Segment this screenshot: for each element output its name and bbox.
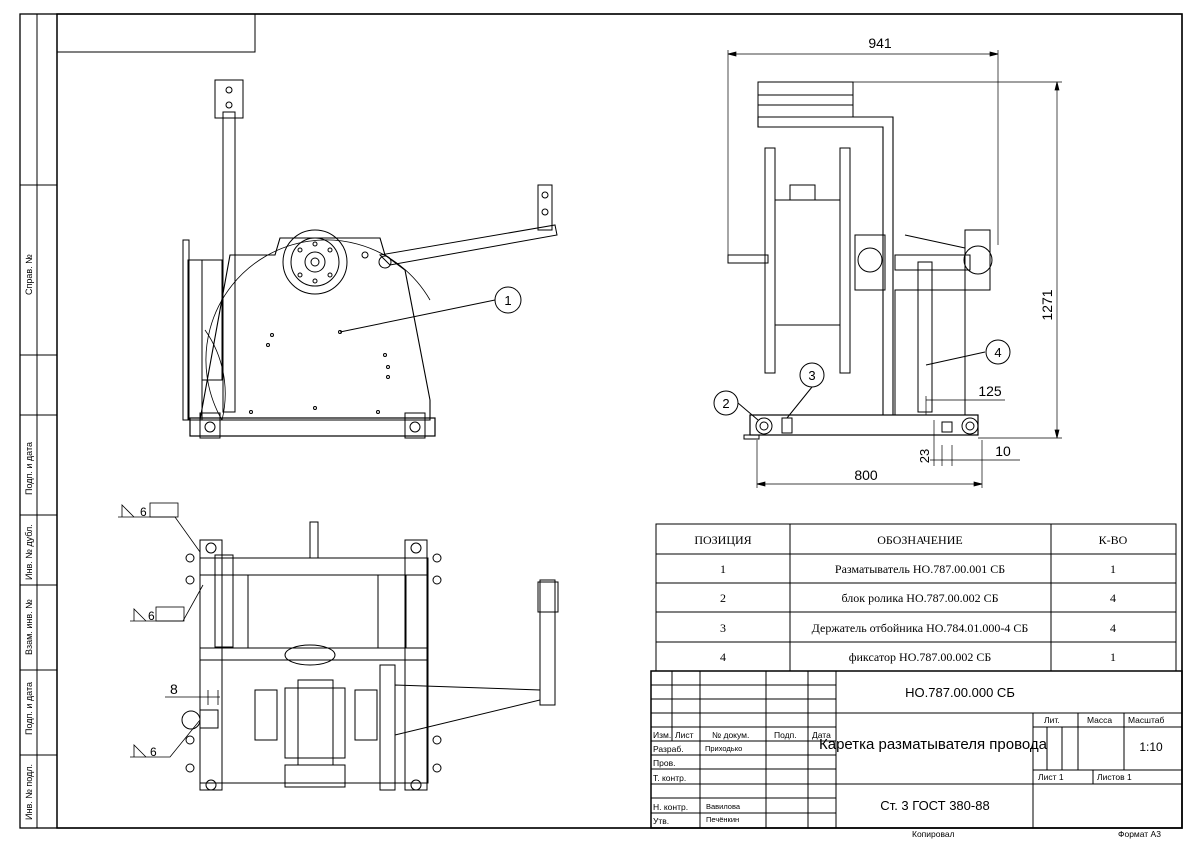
weld-label-3: 6 (150, 745, 157, 759)
tb-doc-number: НО.787.00.000 СБ (905, 685, 1015, 700)
tb-scale: 1:10 (1139, 740, 1163, 754)
side-stamps: Справ. № Подп. и дата Инв. № дубл. Взам.… (24, 254, 34, 820)
weld-label-1: 6 (140, 505, 147, 519)
top-view (181, 521, 559, 791)
tb-sheet: Лист 1 (1038, 772, 1064, 782)
dim-800: 800 (854, 467, 878, 483)
title-block: НО.787.00.000 СБ Каретка разматывателя п… (653, 685, 1164, 839)
spec-row-4-name: фиксатор НО.787.00.002 СБ (849, 650, 992, 664)
dim-1271: 1271 (1039, 289, 1055, 320)
tb-col-list: Лист (675, 730, 694, 740)
tb-material: Ст. 3 ГОСТ 380-88 (880, 798, 989, 813)
sheet-frame (19, 13, 1183, 829)
tb-sheets: Листов 1 (1097, 772, 1132, 782)
dim-23: 23 (917, 449, 932, 463)
spec-row-3-pos: 3 (720, 621, 726, 635)
stamp-podp-2: Подп. и дата (24, 682, 34, 735)
tb-copied: Копировал (912, 829, 955, 839)
spec-header-pos: ПОЗИЦИЯ (694, 533, 751, 547)
stamp-podp-1: Подп. и дата (24, 442, 34, 495)
tb-col-date: Дата (812, 730, 831, 740)
tb-col-sign: Подп. (774, 730, 797, 740)
spec-header-qty: К-ВО (1099, 533, 1128, 547)
callout-2-label: 2 (722, 396, 729, 411)
dim-8: 8 (170, 681, 178, 697)
spec-row-3-qty: 4 (1110, 621, 1116, 635)
stamp-inv-dubl: Инв. № дубл. (24, 524, 34, 580)
tb-format: Формат А3 (1118, 829, 1161, 839)
tb-nkontr-name: Вавилова (706, 802, 741, 811)
tb-role-razrab: Разраб. (653, 744, 684, 754)
spec-row-1-qty: 1 (1110, 562, 1116, 576)
spec-row-4-qty: 1 (1110, 650, 1116, 664)
callout-1 (339, 286, 522, 333)
tb-lit: Лит. (1044, 715, 1060, 725)
tb-mass: Масса (1087, 715, 1112, 725)
dim-941: 941 (868, 35, 892, 51)
weld-label-2: 6 (148, 609, 155, 623)
spec-row-2-qty: 4 (1110, 591, 1116, 605)
tb-role-tkontr: Т. контр. (653, 773, 686, 783)
side-callouts (713, 339, 1011, 421)
dim-125: 125 (978, 383, 1002, 399)
callout-3-label: 3 (808, 368, 815, 383)
tb-role-prov: Пров. (653, 758, 675, 768)
side-dimension-texts: 941 1271 800 125 10 23 (854, 35, 1055, 483)
dim-10: 10 (995, 443, 1011, 459)
spec-table-grid (655, 523, 1177, 672)
tb-title-line: Каретка разматывателя провода (819, 736, 1048, 753)
front-view (182, 79, 558, 439)
side-view (727, 81, 993, 440)
tb-col-izm: Изм. (653, 730, 671, 740)
stamp-vzam-inv: Взам. инв. № (24, 599, 34, 655)
callout-4-label: 4 (994, 345, 1001, 360)
spec-row-2-name: блок ролика НО.787.00.002 СБ (841, 591, 998, 605)
tb-role-nkontr: Н. контр. (653, 802, 688, 812)
stamp-sprav: Справ. № (24, 254, 34, 295)
weld-symbols (118, 502, 220, 758)
spec-row-2-pos: 2 (720, 591, 726, 605)
spec-table: ПОЗИЦИЯ ОБОЗНАЧЕНИЕ К-ВО 1 Разматыватель… (694, 533, 1127, 664)
tb-role-utv: Утв. (653, 816, 669, 826)
spec-row-3-name: Держатель отбойника НО.784.01.000-4 СБ (812, 621, 1029, 635)
side-dimension-lines (727, 50, 1062, 488)
title-block-grid (650, 670, 1183, 829)
tb-scale-label: Масштаб (1128, 715, 1164, 725)
spec-row-4-pos: 4 (720, 650, 726, 664)
spec-row-1-pos: 1 (720, 562, 726, 576)
spec-header-name: ОБОЗНАЧЕНИЕ (877, 533, 962, 547)
tb-col-doc: № докум. (712, 730, 749, 740)
stamp-inv-podl: Инв. № подл. (24, 764, 34, 820)
callout-1-label: 1 (504, 293, 511, 308)
tb-utv-name: Печёнкин (706, 815, 739, 824)
spec-row-1-name: Разматыватель НО.787.00.001 СБ (835, 562, 1005, 576)
tb-razrab-name: Приходько (705, 744, 742, 753)
